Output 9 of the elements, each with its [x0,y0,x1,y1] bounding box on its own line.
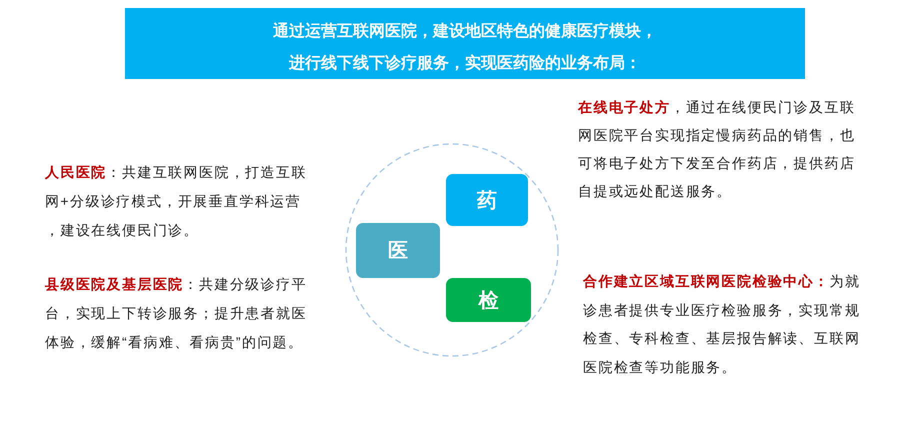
category-tile: 医 [356,223,440,278]
description-paragraph: 县级医院及基层医院：共建分级诊疗平台，实现上下转诊服务；提升患者就医体验，缓解“看病难、看病贵”的问题。 [45,275,308,352]
description-paragraph: 在线电子处方，通过在线便民门诊及互联网医院平台实现指定慢病药品的销售，也可将电子处方下发至合作药店，提供药店自提或远处配送服务。 [578,98,856,201]
title-banner: 通过运营互联网医院，建设地区特色的健康医疗模块，进行线下线下诊疗服务，实现医药险的业务布局： [125,8,805,79]
dashed-circle [345,143,559,357]
description-paragraph: 合作建立区域互联网医院检验中心：为就诊患者提供专业医疗检验服务，实现常规检查、专科检查、基层报告解读、互联网医院检查等功能服务。 [583,272,862,376]
category-tile: 药 [446,174,528,226]
description-paragraph: 人民医院：共建互联网医院，打造互联网+分级诊疗模式，开展垂直学科运营，建设在线便民门诊。 [45,163,308,240]
category-tile: 检 [446,278,531,322]
